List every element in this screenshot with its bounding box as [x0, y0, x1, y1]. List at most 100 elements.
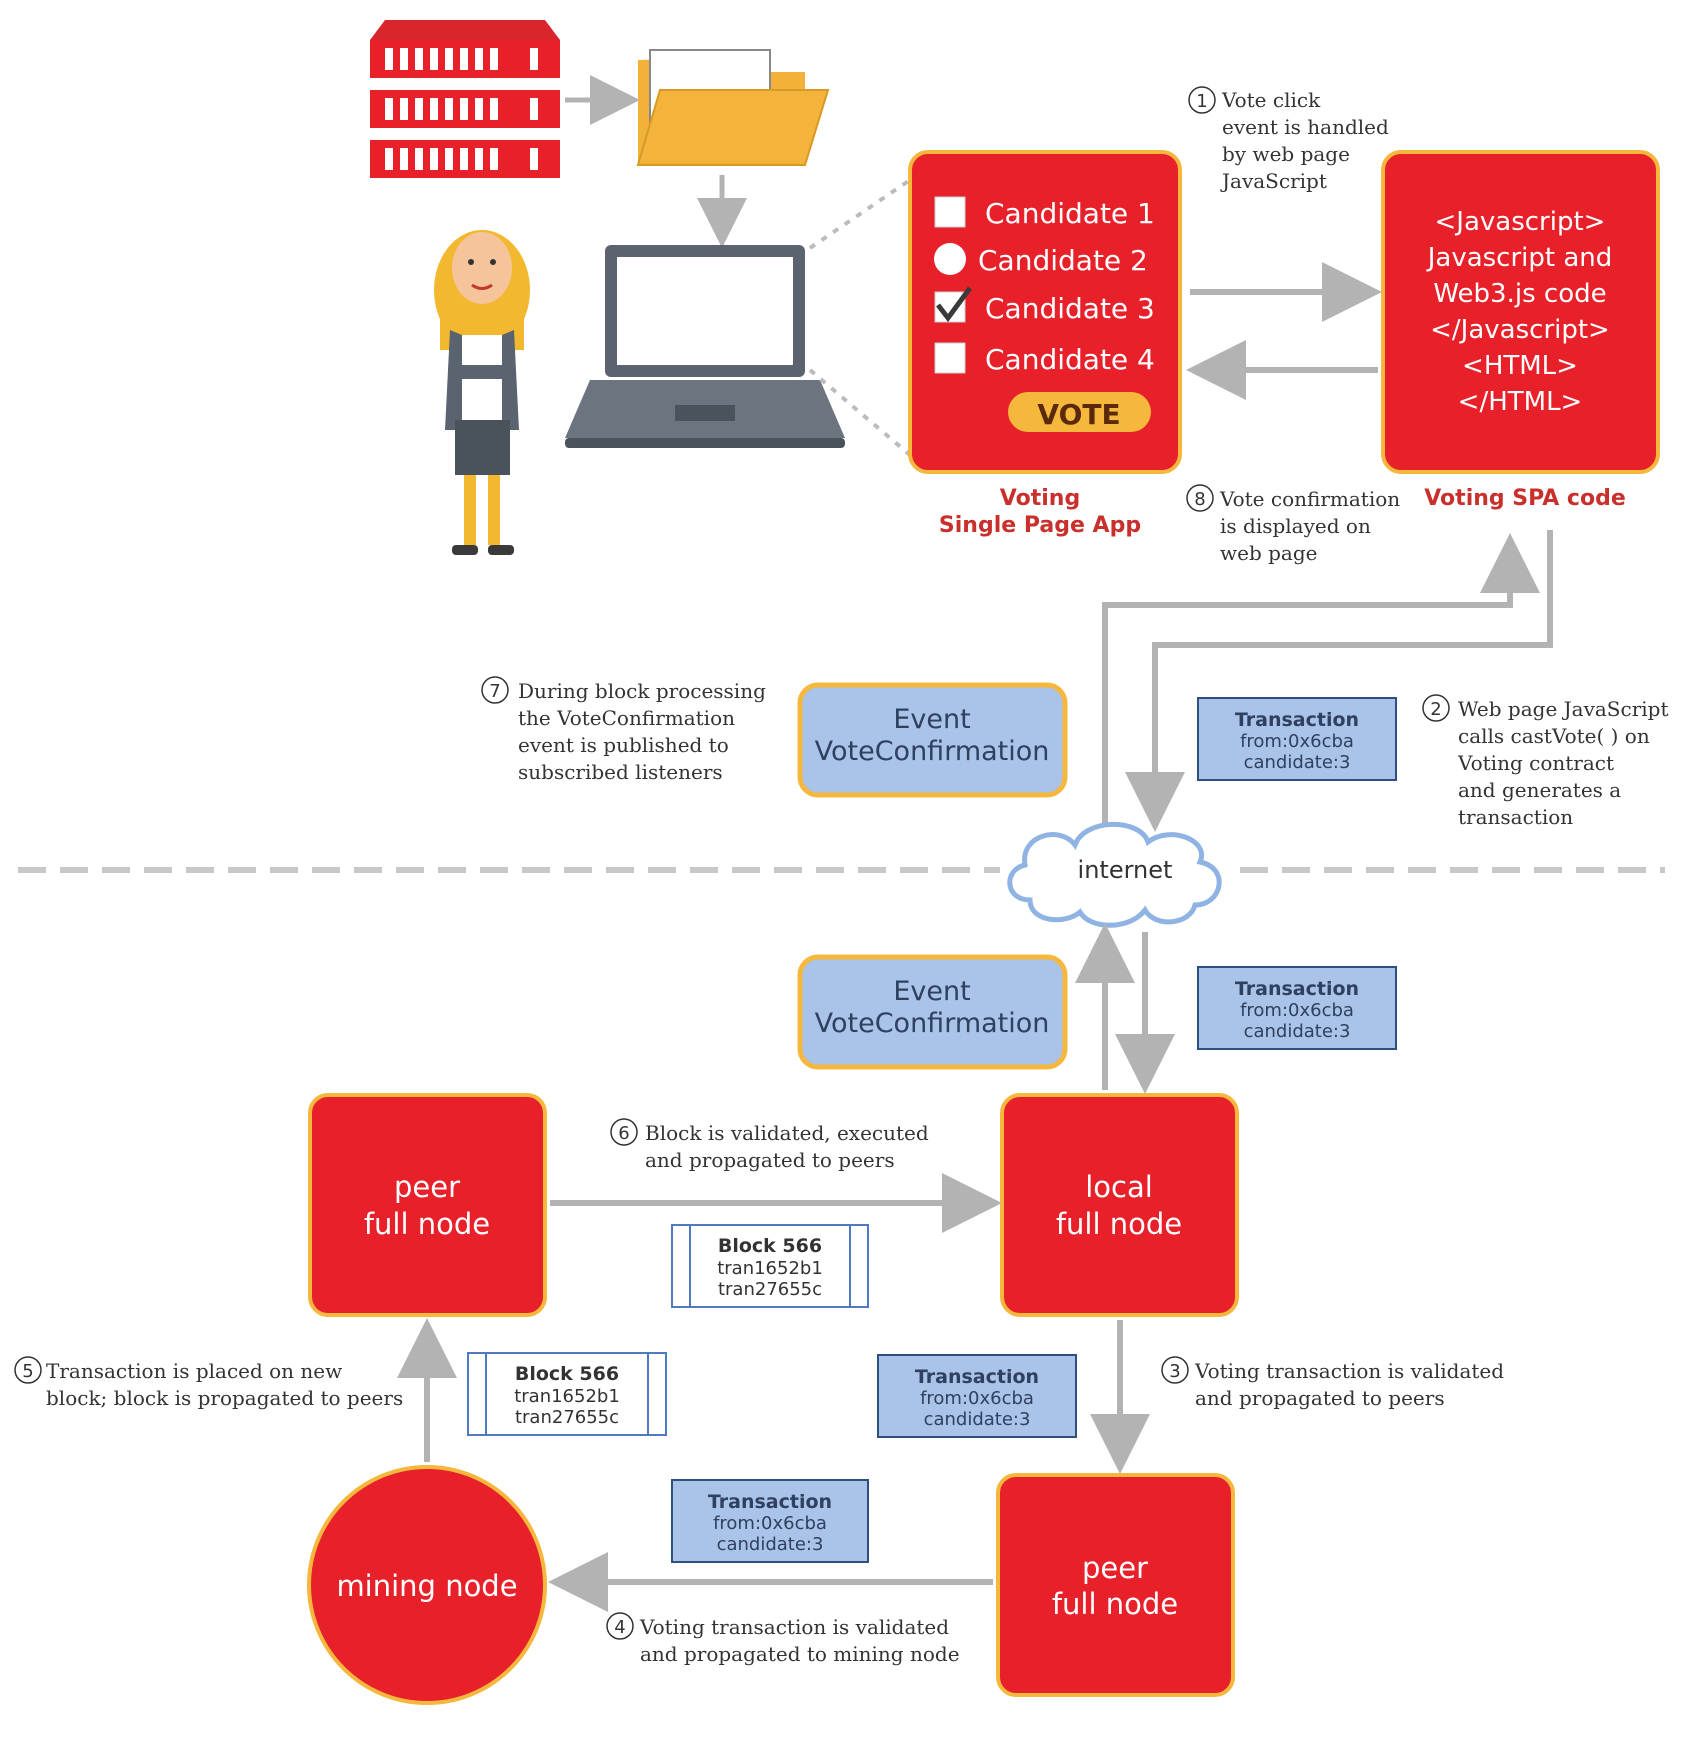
svg-text:full node: full node [1052, 1587, 1178, 1621]
svg-text:Transaction: Transaction [1235, 709, 1359, 731]
server-icon [370, 20, 560, 178]
svg-text:Voting contract: Voting contract [1457, 751, 1614, 775]
svg-text:tran1652b1: tran1652b1 [717, 1258, 823, 1279]
svg-text:event is handled: event is handled [1222, 115, 1389, 139]
svg-text:full node: full node [1056, 1207, 1182, 1241]
internet-label: internet [1078, 856, 1173, 884]
mining-node: mining node [307, 1465, 547, 1705]
laptop-icon [565, 245, 845, 448]
svg-text:7: 7 [489, 681, 500, 702]
svg-text:from:0x6cba: from:0x6cba [1240, 1000, 1354, 1021]
svg-text:tran27655c: tran27655c [515, 1407, 619, 1428]
svg-text:and propagated to mining node: and propagated to mining node [640, 1642, 960, 1666]
candidate-4-label: Candidate 4 [985, 343, 1155, 376]
svg-text:Block 566: Block 566 [718, 1235, 822, 1257]
svg-text:3: 3 [1169, 1361, 1180, 1382]
svg-text:1: 1 [1196, 91, 1207, 112]
step-6-note: 6 Block is validated, executed and propa… [610, 1118, 929, 1172]
event-box-top: Event VoteConfirmation [797, 682, 1068, 798]
svg-text:tran1652b1: tran1652b1 [514, 1386, 620, 1407]
step-2-note: 2 Web page JavaScript calls castVote( ) … [1422, 694, 1669, 829]
svg-text:peer: peer [1082, 1551, 1148, 1585]
svg-text:Event: Event [893, 976, 970, 1007]
svg-text:from:0x6cba: from:0x6cba [713, 1513, 827, 1534]
vote-button[interactable]: VOTE [1008, 392, 1151, 432]
peer-full-node-top: peer full node [308, 1093, 547, 1317]
code-line-1: <Javascript> [1435, 207, 1606, 237]
svg-text:and propagated to peers: and propagated to peers [645, 1148, 895, 1172]
code-line-6: </HTML> [1458, 387, 1583, 417]
block-box-upper: Block 566 tran1652b1 tran27655c [671, 1224, 869, 1308]
svg-text:Web page JavaScript: Web page JavaScript [1458, 697, 1669, 721]
svg-text:the VoteConfirmation: the VoteConfirmation [518, 706, 735, 730]
code-line-2: Javascript and [1426, 243, 1613, 273]
svg-text:Transaction: Transaction [1235, 978, 1359, 1000]
voting-app-caption-line1: Voting [1000, 486, 1080, 511]
svg-text:by web page: by web page [1222, 142, 1350, 166]
step-4-note: 4 Voting transaction is validated and pr… [606, 1612, 960, 1666]
svg-text:full node: full node [364, 1207, 490, 1241]
code-line-5: <HTML> [1462, 351, 1578, 381]
svg-text:8: 8 [1194, 489, 1205, 510]
svg-text:JavaScript: JavaScript [1220, 169, 1327, 193]
svg-text:subscribed listeners: subscribed listeners [518, 760, 723, 784]
candidate-2-radio[interactable]: Candidate 2 [934, 243, 1148, 277]
svg-text:Voting transaction is validate: Voting transaction is validated [1194, 1359, 1504, 1383]
folder-icon [636, 49, 830, 166]
svg-text:Transaction: Transaction [915, 1366, 1039, 1388]
svg-text:VoteConfirmation: VoteConfirmation [815, 736, 1050, 767]
svg-text:candidate:3: candidate:3 [924, 1409, 1031, 1430]
candidate-3-label: Candidate 3 [985, 292, 1155, 325]
voting-app-caption-line2: Single Page App [939, 513, 1141, 538]
svg-text:5: 5 [22, 1361, 33, 1382]
step-3-note: 3 Voting transaction is validated and pr… [1161, 1356, 1504, 1410]
block-box-lower: Block 566 tran1652b1 tran27655c [467, 1352, 667, 1436]
arrow-internet-to-spa [1102, 533, 1540, 830]
svg-text:Transaction is placed on new: Transaction is placed on new [46, 1359, 342, 1383]
candidate-1-label: Candidate 1 [985, 197, 1155, 230]
candidate-4-checkbox[interactable]: Candidate 4 [934, 342, 1155, 376]
code-line-4: </Javascript> [1430, 315, 1610, 345]
svg-text:candidate:3: candidate:3 [1244, 752, 1351, 773]
svg-text:2: 2 [1430, 699, 1441, 720]
transaction-box-internet: Transaction from:0x6cba candidate:3 [1197, 966, 1397, 1050]
step-7-note: 7 During block processing the VoteConfir… [481, 676, 766, 784]
svg-text:During block processing: During block processing [518, 679, 766, 703]
svg-text:VoteConfirmation: VoteConfirmation [815, 1008, 1050, 1039]
candidate-1-checkbox[interactable]: Candidate 1 [934, 196, 1155, 230]
transaction-box-lower: Transaction from:0x6cba candidate:3 [671, 1479, 869, 1563]
svg-text:peer: peer [394, 1170, 460, 1204]
svg-text:6: 6 [618, 1123, 629, 1144]
svg-text:local: local [1085, 1170, 1153, 1204]
svg-text:tran27655c: tran27655c [718, 1279, 822, 1300]
transaction-box-top: Transaction from:0x6cba candidate:3 [1197, 697, 1397, 781]
svg-text:Block is validated, executed: Block is validated, executed [645, 1121, 929, 1145]
checkmark-icon [936, 286, 973, 323]
arrow-spa-to-internet [1125, 530, 1553, 832]
candidate-2-label: Candidate 2 [978, 244, 1148, 277]
svg-text:and propagated to peers: and propagated to peers [1195, 1386, 1445, 1410]
candidate-3-checkbox[interactable]: Candidate 3 [934, 286, 1155, 325]
svg-text:Voting transaction is validate: Voting transaction is validated [639, 1615, 949, 1639]
svg-text:and generates a: and generates a [1458, 778, 1621, 802]
svg-text:candidate:3: candidate:3 [717, 1534, 824, 1555]
svg-text:candidate:3: candidate:3 [1244, 1021, 1351, 1042]
step-8-note: 8 Vote confirmation is displayed on web … [1186, 484, 1400, 565]
svg-text:calls castVote( ) on: calls castVote( ) on [1458, 724, 1650, 748]
code-line-3: Web3.js code [1433, 279, 1606, 309]
local-full-node: local full node [1000, 1093, 1239, 1317]
svg-text:Transaction: Transaction [708, 1491, 832, 1513]
step-5-note: 5 Transaction is placed on new block; bl… [14, 1356, 403, 1410]
svg-text:Event: Event [893, 704, 970, 735]
peer-full-node-bottom: peer full node [996, 1473, 1235, 1697]
internet-cloud-icon: internet [1007, 821, 1222, 928]
user-icon [434, 230, 530, 555]
spa-code-box: <Javascript> Javascript and Web3.js code… [1381, 150, 1660, 474]
svg-text:web page: web page [1220, 541, 1317, 565]
svg-text:transaction: transaction [1458, 805, 1573, 829]
svg-text:from:0x6cba: from:0x6cba [920, 1388, 1034, 1409]
event-box-bottom: Event VoteConfirmation [797, 954, 1068, 1070]
svg-text:Block 566: Block 566 [515, 1363, 619, 1385]
step-1-note: 1 Vote click event is handled by web pag… [1188, 86, 1389, 193]
